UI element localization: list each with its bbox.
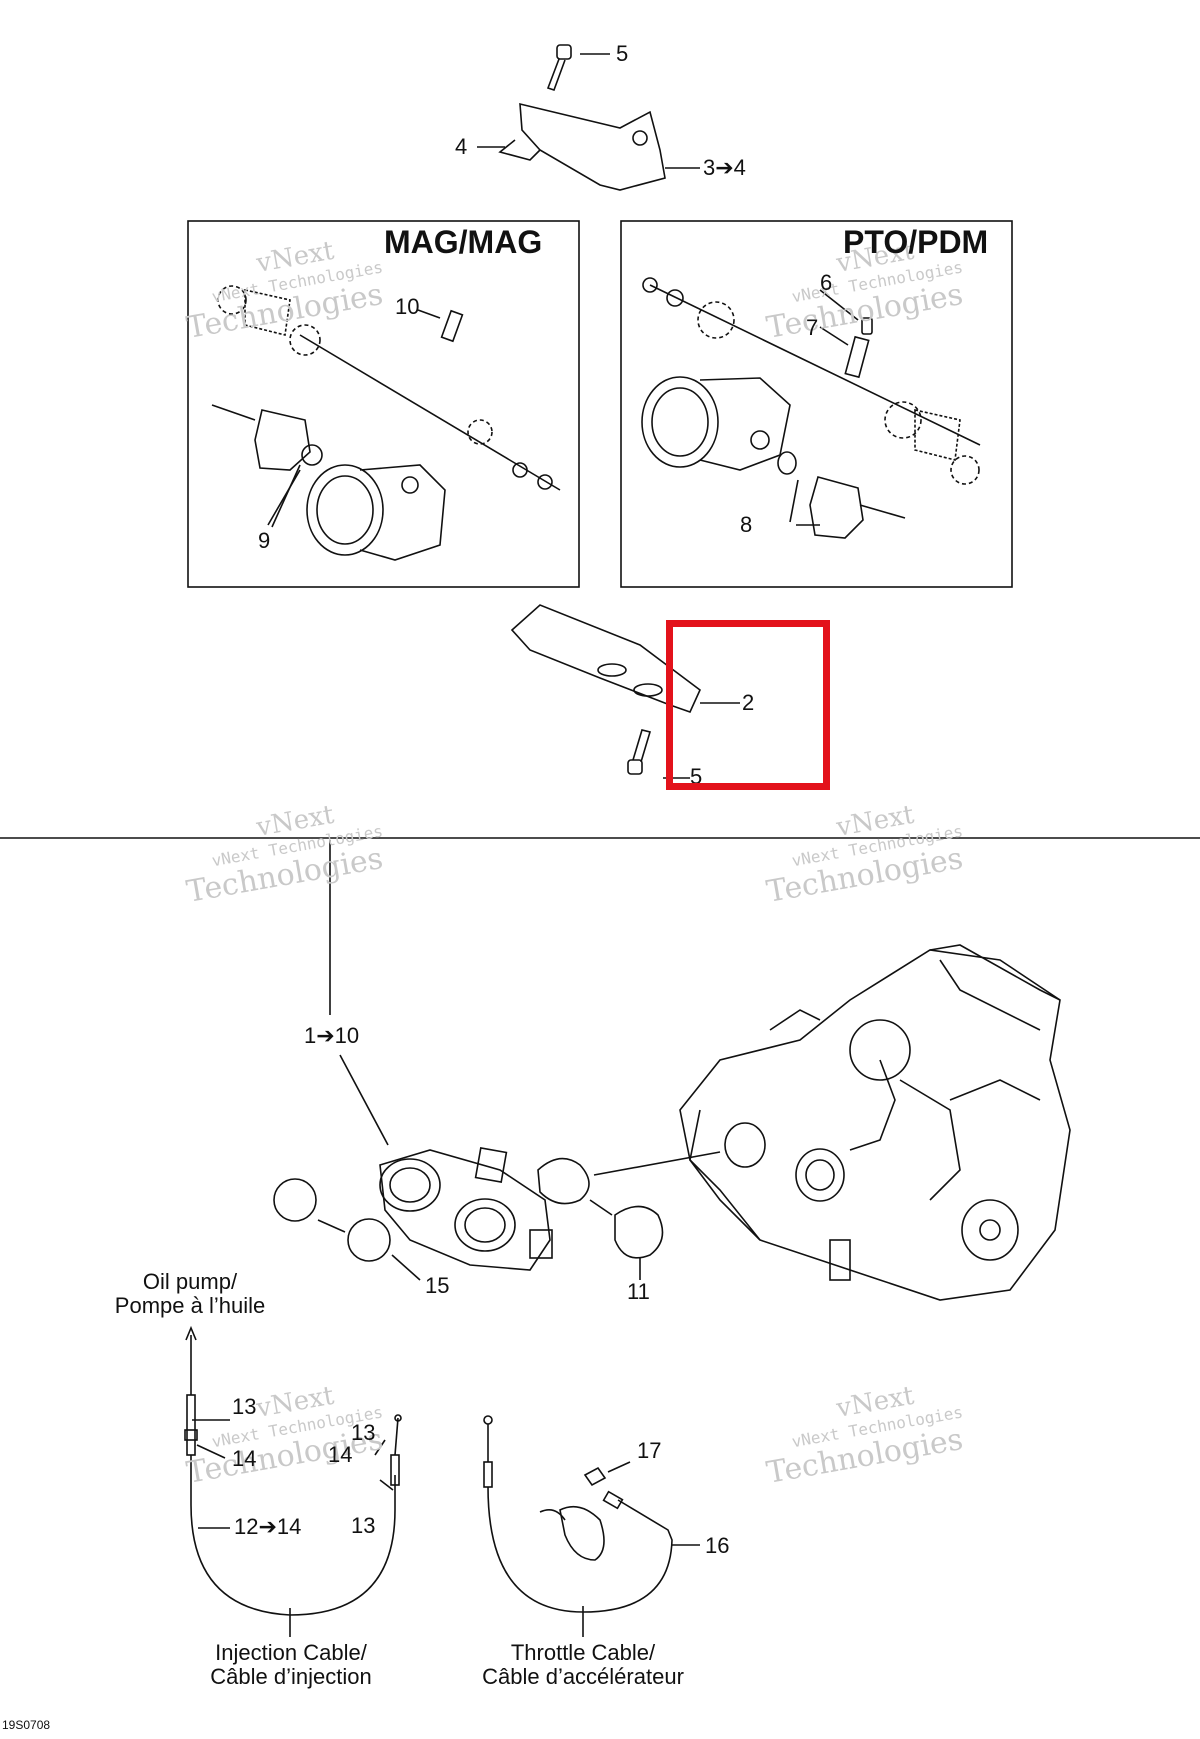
callout-13-right: 13 [351,1513,376,1538]
callout-7: 7 [806,315,819,340]
engine-illustration [679,944,1071,1301]
gaskets-15 [273,1178,421,1281]
lower-bracket [510,604,740,779]
pto-box-title: PTO/PDM [843,224,989,260]
callout-13-right-top: 13 [351,1420,376,1445]
pto-sensor [777,451,906,539]
callout-5-top: 5 [616,41,629,66]
callout-2: 2 [742,690,755,715]
callout-14-left: 14 [232,1446,257,1471]
bolt-top [546,44,610,92]
injection-cable-label-en: Injection Cable/ [215,1640,367,1665]
callout-4: 4 [455,134,468,159]
pto-throttle-shaft [642,277,981,485]
callout-16: 16 [705,1533,730,1558]
highlight-box [666,620,830,790]
mag-box-title: MAG/MAG [384,224,543,260]
callout-1-10: 1➔10 [304,1023,360,1048]
throttle-cable-caption: Throttle Cable/ Câble d’accélérateur [455,1641,711,1689]
mag-throttle-body [306,464,446,561]
clamps-11 [537,1151,721,1280]
callout-8: 8 [740,512,753,537]
pto-throttle-body [641,376,791,471]
oil-pump-caption: Oil pump/ Pompe à l’huile [90,1270,290,1318]
injection-cable [184,1375,402,1637]
callout-6: 6 [820,270,833,295]
throttle-body-assembly [379,1147,553,1271]
mag-sensor [211,404,323,528]
callout-14-right: 14 [328,1442,353,1467]
callout-12-14: 12➔14 [234,1514,302,1539]
callout-9: 9 [258,528,271,553]
oil-pump-arrow [185,1325,197,1375]
oil-pump-label-en: Oil pump/ [142,1269,238,1294]
callout-5-bottom: 5 [690,764,703,789]
injection-cable-caption: Injection Cable/ Câble d’injection [180,1641,402,1689]
callout-15: 15 [425,1273,450,1298]
callout-10-mag: 10 [395,294,420,319]
mag-throttle-shaft [217,285,561,491]
drawing-code: 19S0708 [2,1718,51,1732]
injection-cable-label-fr: Câble d’injection [210,1664,372,1689]
callout-17: 17 [637,1438,662,1463]
mag-detail-box [187,220,580,588]
pto-detail-box [620,220,1013,588]
callout-13-left: 13 [232,1394,257,1419]
callout-3-4: 3➔4 [703,155,746,180]
throttle-cable [483,1415,700,1637]
callout-11: 11 [627,1279,650,1304]
throttle-cable-label-en: Throttle Cable/ [510,1640,656,1665]
throttle-cable-label-fr: Câble d’accélérateur [482,1664,684,1689]
oil-pump-label-fr: Pompe à l’huile [114,1293,266,1318]
upper-bracket [477,102,700,191]
